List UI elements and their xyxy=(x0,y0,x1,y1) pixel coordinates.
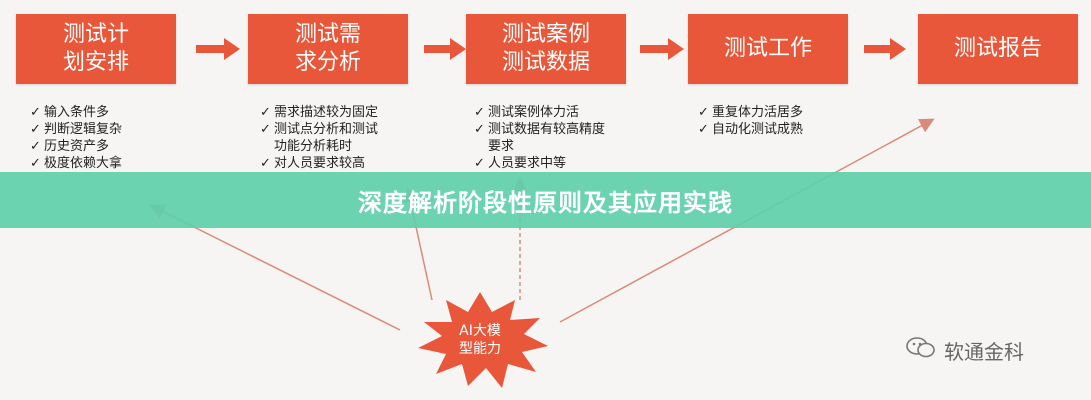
flow-arrow-4 xyxy=(864,38,906,60)
stage-analysis-label: 测试需 求分析 xyxy=(294,22,361,75)
flow-arrow-3 xyxy=(640,38,684,60)
stage-analysis: 测试需 求分析 xyxy=(248,14,408,84)
bullets-plan: ✓输入条件多 ✓判断逻辑复杂 ✓历史资产多 ✓极度依赖大拿 xyxy=(30,104,200,172)
bullet-item: ✓测试案例体力活 xyxy=(474,104,654,121)
bullet-item: ✓测试点分析和测试 功能分析耗时 xyxy=(260,121,440,155)
bullet-text: 测试案例体力活 xyxy=(488,105,580,120)
bullet-item: ✓自动化测试成熟 xyxy=(698,121,868,138)
bullet-text: 历史资产多 xyxy=(44,139,110,154)
bullet-item: ✓对人员要求较高 xyxy=(260,155,440,172)
bullet-text: 人员要求中等 xyxy=(488,156,567,171)
ai-burst-shape xyxy=(418,292,548,388)
check-icon: ✓ xyxy=(698,105,709,120)
wechat-icon xyxy=(906,336,936,365)
bullet-text: 自动化测试成熟 xyxy=(712,122,804,137)
banner-title: 深度解析阶段性原则及其应用实践 xyxy=(358,188,733,217)
watermark-text: 软通金科 xyxy=(944,340,1024,364)
bullet-item: ✓人员要求中等 xyxy=(474,155,654,172)
check-icon: ✓ xyxy=(30,122,41,137)
bullets-work: ✓重复体力活居多 ✓自动化测试成熟 xyxy=(698,104,868,138)
check-icon: ✓ xyxy=(474,122,485,137)
bullet-text: 输入条件多 xyxy=(44,105,110,120)
flow-arrow-2 xyxy=(424,38,466,60)
bullet-text: 对人员要求较高 xyxy=(274,156,366,171)
bullet-item: ✓极度依赖大拿 xyxy=(30,155,200,172)
bullet-text: 需求描述较为固定 xyxy=(274,105,379,120)
check-icon: ✓ xyxy=(260,122,271,137)
bullet-item: ✓输入条件多 xyxy=(30,104,200,121)
check-icon: ✓ xyxy=(30,156,41,171)
bullet-text: 重复体力活居多 xyxy=(712,105,804,120)
check-icon: ✓ xyxy=(260,156,271,171)
title-banner: 深度解析阶段性原则及其应用实践 xyxy=(0,172,1091,228)
check-icon: ✓ xyxy=(698,122,709,137)
ai-burst-label: AI大模 型能力 xyxy=(459,323,501,357)
stage-cases-label: 测试案例 测试数据 xyxy=(501,22,590,75)
check-icon: ✓ xyxy=(30,105,41,120)
check-icon: ✓ xyxy=(474,156,485,171)
bullets-cases: ✓测试案例体力活 ✓测试数据有较高精度 要求 ✓人员要求中等 xyxy=(474,104,654,172)
bullet-item: ✓测试数据有较高精度 要求 xyxy=(474,121,654,155)
bullet-text: 测试点分析和测试 功能分析耗时 xyxy=(274,122,379,154)
bullet-text: 极度依赖大拿 xyxy=(44,156,123,171)
bullet-text: 判断逻辑复杂 xyxy=(44,122,123,137)
stage-report-label: 测试报告 xyxy=(953,36,1042,61)
stage-cases: 测试案例 测试数据 xyxy=(466,14,626,84)
check-icon: ✓ xyxy=(30,139,41,154)
bullet-item: ✓判断逻辑复杂 xyxy=(30,121,200,138)
stage-plan: 测试计 划安排 xyxy=(16,14,176,84)
flow-arrow-1 xyxy=(196,38,240,60)
stage-report: 测试报告 xyxy=(918,14,1078,84)
check-icon: ✓ xyxy=(260,105,271,120)
stage-plan-label: 测试计 划安排 xyxy=(62,22,129,75)
bullet-item: ✓重复体力活居多 xyxy=(698,104,868,121)
stage-work: 测试工作 xyxy=(688,14,848,84)
stage-work-label: 测试工作 xyxy=(723,36,812,61)
check-icon: ✓ xyxy=(474,105,485,120)
bullet-text: 测试数据有较高精度 要求 xyxy=(488,122,606,154)
bullet-item: ✓需求描述较为固定 xyxy=(260,104,440,121)
bullet-item: ✓历史资产多 xyxy=(30,138,200,155)
watermark: 软通金科 xyxy=(906,336,1024,365)
bullets-analysis: ✓需求描述较为固定 ✓测试点分析和测试 功能分析耗时 ✓对人员要求较高 xyxy=(260,104,440,172)
